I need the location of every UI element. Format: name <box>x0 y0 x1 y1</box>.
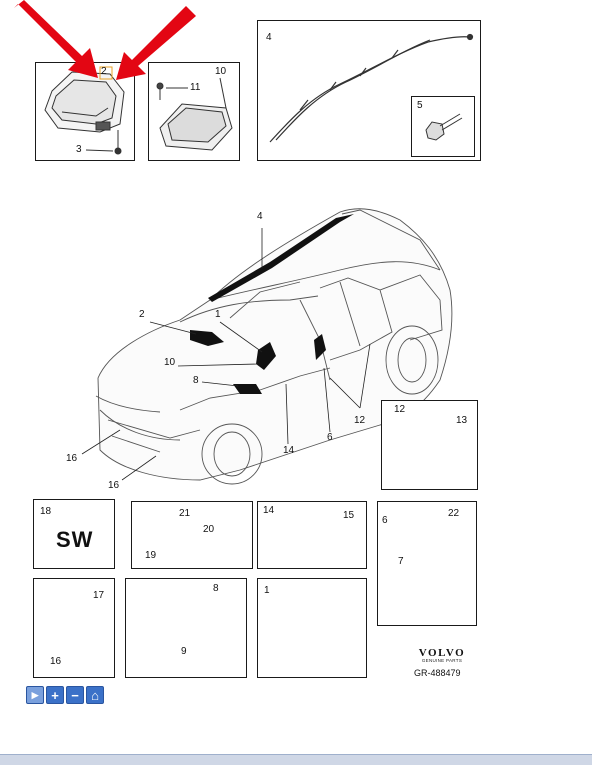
sw-text: SW <box>56 527 94 552</box>
label-4-top: 4 <box>266 32 272 43</box>
airbag-control-unit-drawing <box>156 77 233 151</box>
callout-12: 12 <box>354 415 366 426</box>
label-13: 13 <box>456 415 468 426</box>
callout-6: 6 <box>327 432 333 443</box>
label-17: 17 <box>93 590 105 601</box>
label-14: 14 <box>263 505 275 516</box>
car-highlight-parts <box>190 214 354 394</box>
callout-16b: 16 <box>108 480 120 491</box>
bolt-drawing <box>425 113 463 141</box>
brand-name: VOLVO <box>418 647 466 659</box>
label-2: 2 <box>101 66 107 77</box>
pointer-icon[interactable]: ▸ <box>26 686 44 704</box>
callout-4: 4 <box>257 211 263 222</box>
callout-2: 2 <box>139 309 145 320</box>
car-part-4 <box>208 214 354 302</box>
label-15: 15 <box>343 510 355 521</box>
callout-8: 8 <box>193 375 199 386</box>
red-arrow-left <box>14 0 98 78</box>
label-9: 9 <box>181 646 187 657</box>
callout-10: 10 <box>164 357 176 368</box>
passenger-airbag-module-drawing <box>44 71 125 155</box>
car-outline-drawing <box>95 208 453 485</box>
label-6: 6 <box>382 515 388 526</box>
callout-16a: 16 <box>66 453 78 464</box>
label-7: 7 <box>398 556 404 567</box>
callout-1: 1 <box>215 309 221 320</box>
zoom-out-icon[interactable]: − <box>66 686 84 704</box>
home-icon[interactable]: ⌂ <box>86 686 104 704</box>
car-part-8 <box>233 384 262 394</box>
volvo-logo: VOLVO GENUINE PARTS <box>414 647 470 663</box>
label-10: 10 <box>215 66 227 77</box>
label-8: 8 <box>213 583 219 594</box>
label-11: 11 <box>190 82 201 93</box>
label-3: 3 <box>76 144 82 155</box>
detail-box-driver-airbag <box>257 578 367 678</box>
viewer-toolbar: ▸ + − ⌂ <box>26 686 104 708</box>
label-16: 16 <box>50 656 62 667</box>
label-12: 12 <box>394 404 406 415</box>
label-1: 1 <box>264 585 270 596</box>
brand-subtitle: GENUINE PARTS <box>421 658 463 663</box>
detail-box-sensor-14-15 <box>257 501 367 569</box>
detail-box-sensor-12-13 <box>381 400 478 490</box>
label-19: 19 <box>145 550 157 561</box>
car-part-2 <box>190 330 224 346</box>
detail-box-side-airbag <box>377 501 477 626</box>
curtain-airbag-drawing <box>269 33 474 143</box>
highlight-frame <box>99 66 113 80</box>
zoom-in-icon[interactable]: + <box>46 686 64 704</box>
detail-box-bracket <box>131 501 253 569</box>
label-18: 18 <box>40 506 52 517</box>
detail-box-knee-airbag <box>125 578 247 678</box>
diagram-reference: GR-488479 <box>414 668 461 678</box>
label-5: 5 <box>417 100 423 111</box>
label-20: 20 <box>203 524 215 535</box>
car-leader-lines <box>81 228 371 481</box>
red-arrow-right <box>116 6 196 80</box>
car-part-1 <box>256 342 276 370</box>
callout-14: 14 <box>283 445 295 456</box>
label-21: 21 <box>179 508 191 519</box>
label-22: 22 <box>448 508 460 519</box>
detail-box-sw <box>33 499 115 569</box>
detail-box-sensor-16-17 <box>33 578 115 678</box>
footer-bar <box>0 754 592 765</box>
car-part-6 <box>314 334 326 360</box>
